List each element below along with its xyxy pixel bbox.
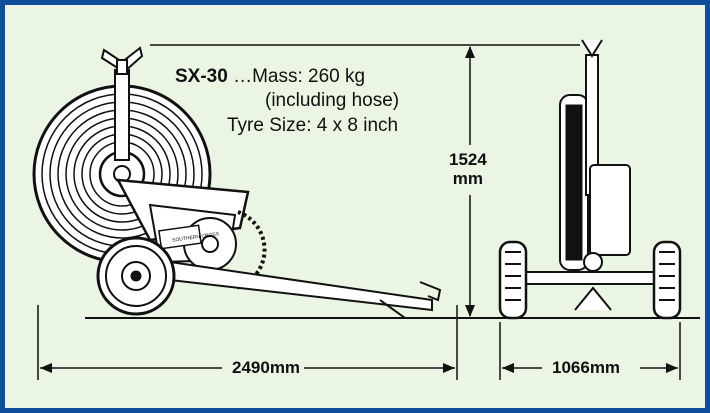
width-dimension-label: 1066mm: [548, 358, 625, 378]
height-dimension-line: [150, 44, 580, 317]
spec-model-mass: SX-30 …Mass: 260 kg: [175, 66, 365, 88]
height-unit: mm: [452, 169, 484, 188]
side-view: [32, 46, 442, 319]
tyre-size: Tyre Size: 4 x 8 inch: [227, 115, 399, 136]
length-dimension-label: 2490mm: [228, 358, 305, 378]
drawbar: [169, 260, 442, 319]
model-name: SX-30: [175, 66, 228, 87]
front-view: [498, 39, 682, 320]
side-wheel: [96, 236, 176, 316]
length-dimension-line: [37, 305, 458, 380]
width-dimension-line: [499, 322, 681, 380]
front-axle: [512, 271, 662, 311]
front-wheel-left: [498, 240, 528, 320]
front-wheel-right: [652, 240, 682, 320]
gearbox-body: [115, 178, 267, 290]
mass-label: …Mass: 260 kg: [233, 66, 366, 87]
front-reel: [559, 94, 589, 271]
front-gearbox: [583, 164, 631, 272]
front-riser: [581, 39, 603, 196]
height-dimension-label: 1524 mm: [445, 150, 491, 188]
height-value: 1524: [449, 150, 487, 169]
mass-note: (including hose): [265, 90, 400, 111]
sprinkler-riser: [100, 46, 144, 161]
